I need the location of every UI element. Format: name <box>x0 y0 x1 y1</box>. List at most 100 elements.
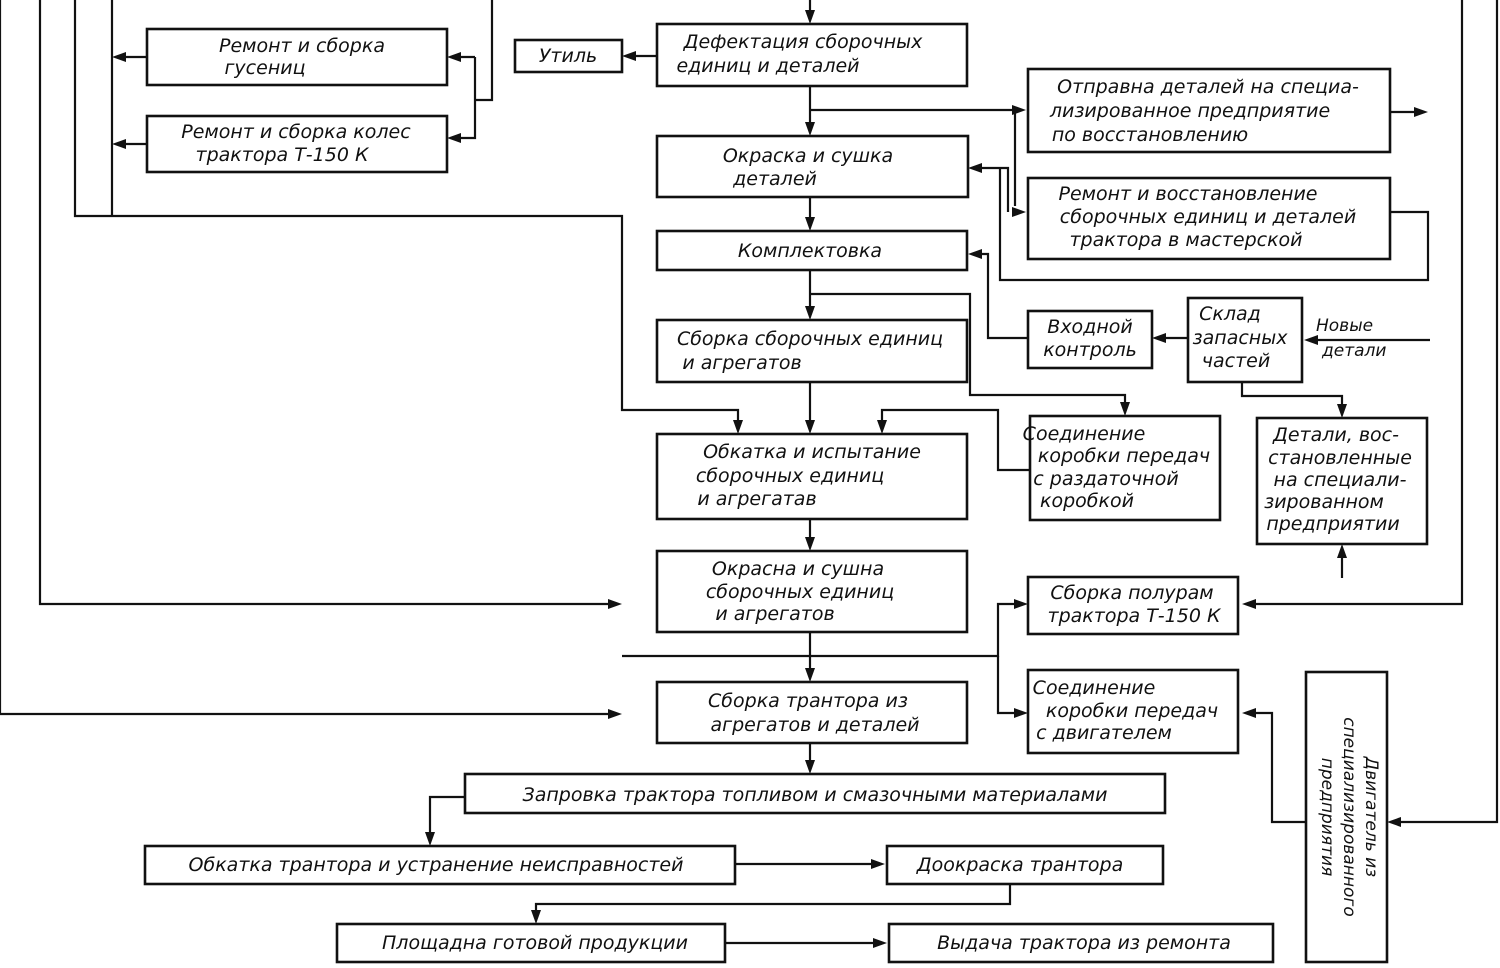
arrowhead <box>1120 402 1130 416</box>
arrowhead <box>805 668 815 682</box>
connector <box>996 656 1020 715</box>
label-new-parts: Новые детали <box>1316 316 1386 361</box>
box-restored-parts: Детали, вос- становленные на специали- з… <box>1255 416 1429 546</box>
box-release: Выдача трактора из ремонта <box>887 922 1275 964</box>
arrowhead <box>1014 708 1028 718</box>
box-text: Соединение <box>1033 677 1156 699</box>
box-text: Дефектация сборочных <box>683 31 924 53</box>
connector <box>475 0 494 102</box>
arrowhead <box>1337 544 1347 558</box>
box-scrap: Утиль <box>513 38 624 74</box>
box-text: Доокраска трантора <box>916 854 1123 876</box>
arrowhead <box>1012 207 1026 217</box>
box-repair-units: Ремонт и восстановление сборочных единиц… <box>1026 176 1392 261</box>
connector <box>977 252 1028 340</box>
connector <box>1250 0 1464 606</box>
box-text: Запровка трактора топливом и смазочными … <box>523 784 1108 806</box>
arrowhead <box>968 163 982 173</box>
box-text: Выдача трактора из ремонта <box>937 932 1231 954</box>
box-text: трактора Т-150 К <box>1048 605 1222 627</box>
box-text: Соединение <box>1023 423 1146 445</box>
box-repair-wheels: Ремонт и сборка колес трактора Т-150 К <box>145 114 449 174</box>
arrowhead <box>1242 708 1256 718</box>
box-text: агрегатов и деталей <box>710 714 919 736</box>
connector <box>810 292 1127 408</box>
connector <box>534 884 1012 916</box>
arrowhead <box>805 420 815 434</box>
box-warehouse: Склад запасных частей <box>1186 296 1304 384</box>
box-text: единиц и деталей <box>676 55 859 77</box>
arrowhead <box>877 420 887 434</box>
box-ship-parts: Отправна деталей на специа- лизированное… <box>1026 67 1392 154</box>
box-text: специализированного <box>1339 717 1359 917</box>
box-text: деталей <box>732 168 817 190</box>
connector <box>1250 711 1306 824</box>
arrowhead <box>447 133 461 143</box>
box-text: Сборка полурам <box>1050 582 1213 604</box>
arrowhead <box>1304 335 1318 345</box>
box-text: лизированное предприятие <box>1049 100 1330 122</box>
arrowhead <box>805 10 815 24</box>
box-text: Входной <box>1047 316 1132 338</box>
box-run-in-tractor: Обкатка трантора и устранение неисправно… <box>143 844 737 886</box>
box-text: гусениц <box>224 57 305 79</box>
connector <box>998 168 1430 282</box>
arrowhead <box>425 832 435 846</box>
box-text: Окраска и сушка <box>723 145 893 167</box>
box-text: Детали, вос- <box>1272 424 1399 446</box>
box-assembly-tractor: Сборка трантора из агрегатов и деталей <box>655 680 969 745</box>
box-repaint: Доокраска трантора <box>885 844 1165 886</box>
arrowhead <box>805 760 815 774</box>
box-text: предприятия <box>1317 758 1337 876</box>
box-text: сборочных единиц <box>696 465 884 487</box>
arrowhead <box>805 217 815 231</box>
box-text: и агрегатов <box>715 603 834 625</box>
arrowhead <box>1012 105 1026 115</box>
box-text: Комплектовка <box>738 240 882 262</box>
connector <box>880 408 1030 472</box>
box-engine: Двигатель из специализированного предпри… <box>1304 670 1389 964</box>
arrowhead <box>1152 333 1166 343</box>
box-kit: Комплектовка <box>655 229 969 272</box>
arrowhead <box>968 249 982 259</box>
box-text: с раздаточной <box>1033 468 1178 490</box>
box-text: предприятии <box>1266 513 1399 535</box>
connector <box>0 0 612 716</box>
new-parts-text: детали <box>1321 341 1386 361</box>
box-text: запасных <box>1193 327 1289 349</box>
box-incoming-control: Входной контроль <box>1026 309 1154 370</box>
arrowhead <box>805 122 815 136</box>
box-defect: Дефектация сборочных единиц и деталей <box>655 22 969 88</box>
arrowhead <box>622 51 636 61</box>
box-text: на специали- <box>1274 469 1407 491</box>
box-text: трактора в мастерской <box>1069 229 1302 251</box>
arrowhead <box>805 537 815 551</box>
box-text: зированном <box>1264 491 1384 513</box>
box-text: Отправна деталей на специа- <box>1057 76 1359 98</box>
box-gearbox-transfer: Соединение коробки передач с раздаточной… <box>1023 414 1222 522</box>
arrowhead <box>1014 599 1028 609</box>
box-text: трактора Т-150 К <box>196 144 370 166</box>
box-text: с двигателем <box>1036 722 1172 744</box>
connectors <box>0 0 1499 945</box>
box-text: Утиль <box>539 45 597 67</box>
box-text: коробки передач <box>1038 445 1210 467</box>
box-text: по восстановлению <box>1052 124 1248 146</box>
box-text: коробки передач <box>1046 700 1218 722</box>
box-text: контроль <box>1043 339 1137 361</box>
arrowheads <box>112 10 1428 948</box>
arrowhead <box>608 709 622 719</box>
connector <box>622 602 1020 658</box>
box-text: сборочных единиц <box>706 581 894 603</box>
box-text: Ремонт и сборка <box>219 35 385 57</box>
box-text: частей <box>1202 350 1270 372</box>
arrowhead <box>1242 599 1256 609</box>
connector <box>1240 382 1344 410</box>
arrowhead <box>805 306 815 320</box>
new-parts-text: Новые <box>1316 316 1373 336</box>
box-text: Окрасна и сушна <box>712 558 884 580</box>
box-run-in-units: Обкатка и испытание сборочных единиц и а… <box>655 432 969 521</box>
box-text: Двигатель из <box>1361 756 1381 877</box>
box-gearbox-engine: Соединение коробки передач с двигателем <box>1026 668 1240 755</box>
